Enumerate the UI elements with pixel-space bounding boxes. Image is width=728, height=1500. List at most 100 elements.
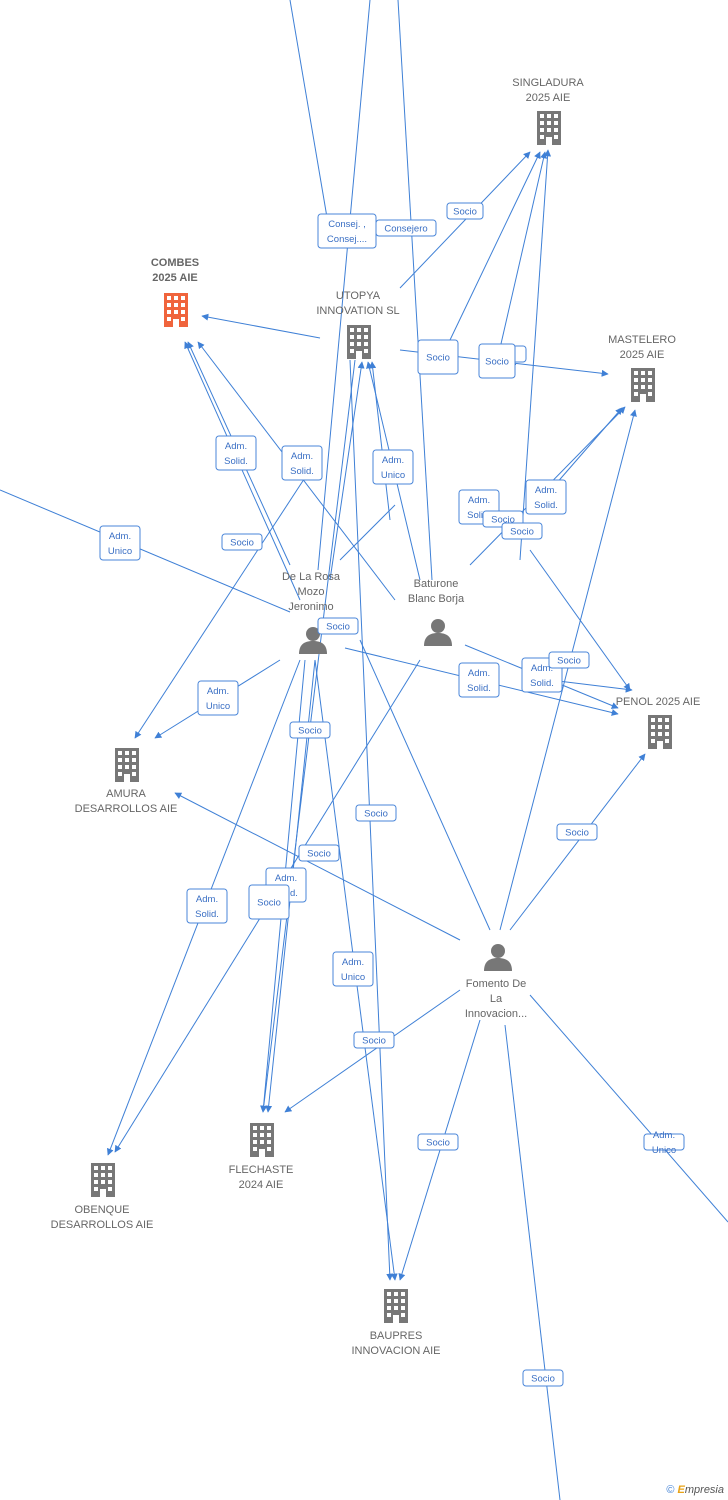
edge-label-25[interactable]: Adm. Unico <box>332 951 374 987</box>
edge-label-3[interactable]: Socio <box>417 339 459 375</box>
relationship-labels: Consej. ,Consej....ConsejeroSocioSocioAd… <box>99 202 685 1387</box>
edge-label-23[interactable]: Adm. Solid. <box>186 888 228 924</box>
edge-label-text: Unico <box>206 701 230 712</box>
edge-label-text: Adm. <box>275 873 297 884</box>
edge-label-text: Adm. <box>382 455 404 466</box>
edge-label-2[interactable]: Socio <box>446 202 484 220</box>
node-label-line: SINGLADURA <box>512 77 584 89</box>
edge-label-5[interactable]: Socio <box>478 343 516 379</box>
edge-label-text: Socio <box>426 353 450 364</box>
node-label-line: De La Rosa <box>282 571 341 583</box>
edge-line-39 <box>529 994 728 1223</box>
edge-label-box <box>332 951 374 987</box>
node-penol[interactable]: PENOL 2025 AIE <box>616 696 701 749</box>
edge-label-21[interactable]: Socio <box>355 804 397 822</box>
edge-label-10[interactable]: Adm.Solid. <box>525 479 567 515</box>
edge-label-box <box>353 1031 395 1049</box>
edge-label-text: Socio <box>326 622 350 633</box>
edge-label-text: Socio <box>298 726 322 737</box>
edge-label-box <box>501 522 543 540</box>
edge-label-box <box>248 884 290 920</box>
edge-label-text: Socio <box>485 357 509 368</box>
edge-label-6[interactable]: Adm. Solid. <box>215 435 257 471</box>
edge-label-box <box>548 651 590 669</box>
building-icon <box>250 1123 274 1157</box>
edge-label-30[interactable]: Adm.Unico <box>643 1130 685 1156</box>
edge-label-19[interactable]: Socio <box>317 617 359 635</box>
edge-label-box <box>298 844 340 862</box>
edge-label-box <box>355 804 397 822</box>
edge-label-box <box>197 680 239 716</box>
copyright-notice[interactable]: © Empresia <box>666 1484 724 1496</box>
edge-label-text: Adm. <box>531 663 553 674</box>
edge-label-box <box>281 445 323 481</box>
edge-label-box <box>525 479 567 515</box>
edge-label-14[interactable]: Socio <box>221 533 263 551</box>
edge-label-1[interactable]: Consejero <box>375 219 437 237</box>
building-icon <box>537 111 561 145</box>
node-label-line: PENOL 2025 AIE <box>616 696 701 708</box>
edge-label-text: Unico <box>108 546 132 557</box>
edge-label-text: Socio <box>362 1036 386 1047</box>
edge-label-text: Adm. <box>342 957 364 968</box>
node-label-line: Blanc Borja <box>408 593 465 605</box>
edge-label-0[interactable]: Consej. ,Consej.... <box>317 213 377 249</box>
node-label-line: AMURA <box>106 788 146 800</box>
edge-label-31[interactable]: Socio <box>522 1369 564 1387</box>
edge-label-28[interactable]: Socio <box>353 1031 395 1049</box>
edge-label-text: Unico <box>341 972 365 983</box>
edge-line-5 <box>494 151 548 371</box>
edge-line-15 <box>329 361 365 581</box>
edge-label-text: Solid. <box>224 456 248 467</box>
edge-line-26 <box>509 753 646 931</box>
edge-label-text: Socio <box>510 527 534 538</box>
building-icon <box>384 1289 408 1323</box>
edge-label-text: Adm. <box>196 894 218 905</box>
node-label-line: 2024 AIE <box>239 1179 284 1191</box>
edge-label-text: Socio <box>426 1138 450 1149</box>
edge-label-20[interactable]: Socio <box>289 721 331 739</box>
edge-line-2 <box>397 0 433 581</box>
edge-label-text: Adm. <box>535 485 557 496</box>
edge-label-26[interactable]: Socio <box>298 844 340 862</box>
edge-label-box <box>221 533 263 551</box>
edge-label-text: Solid. <box>195 909 219 920</box>
edge-label-box <box>375 219 437 237</box>
edge-label-text: Adm. <box>225 441 247 452</box>
edge-label-13[interactable]: Adm.Unico <box>99 525 141 561</box>
edge-label-22[interactable]: Socio <box>556 823 598 841</box>
edge-label-29[interactable]: Socio <box>417 1133 459 1151</box>
edge-label-15[interactable]: Adm.Solid. <box>458 662 500 698</box>
edge-label-box <box>99 525 141 561</box>
edge-line-11 <box>499 409 637 931</box>
building-icon <box>115 748 139 782</box>
edge-label-text: Unico <box>381 470 405 481</box>
edge-label-box <box>372 449 414 485</box>
edge-label-27[interactable]: Socio <box>248 884 290 920</box>
edge-label-text: Socio <box>531 1374 555 1385</box>
edge-label-18[interactable]: Adm.Unico <box>197 680 239 716</box>
edge-label-box <box>215 435 257 471</box>
copyright-symbol: © <box>666 1484 675 1496</box>
node-fomento[interactable]: Fomento DeLaInnovacion... <box>465 944 527 1020</box>
edge-line-33 <box>284 989 461 1113</box>
edge-label-text: Socio <box>364 809 388 820</box>
edge-label-17[interactable]: Socio <box>548 651 590 669</box>
edge-label-box <box>643 1133 685 1151</box>
edge-label-text: Consej. , <box>328 219 366 230</box>
edge-label-text: Socio <box>491 515 515 526</box>
edge-label-7[interactable]: Adm.Solid. <box>281 445 323 481</box>
edge-label-12[interactable]: Socio <box>501 522 543 540</box>
edge-label-9[interactable]: Adm. Unico <box>372 449 414 485</box>
